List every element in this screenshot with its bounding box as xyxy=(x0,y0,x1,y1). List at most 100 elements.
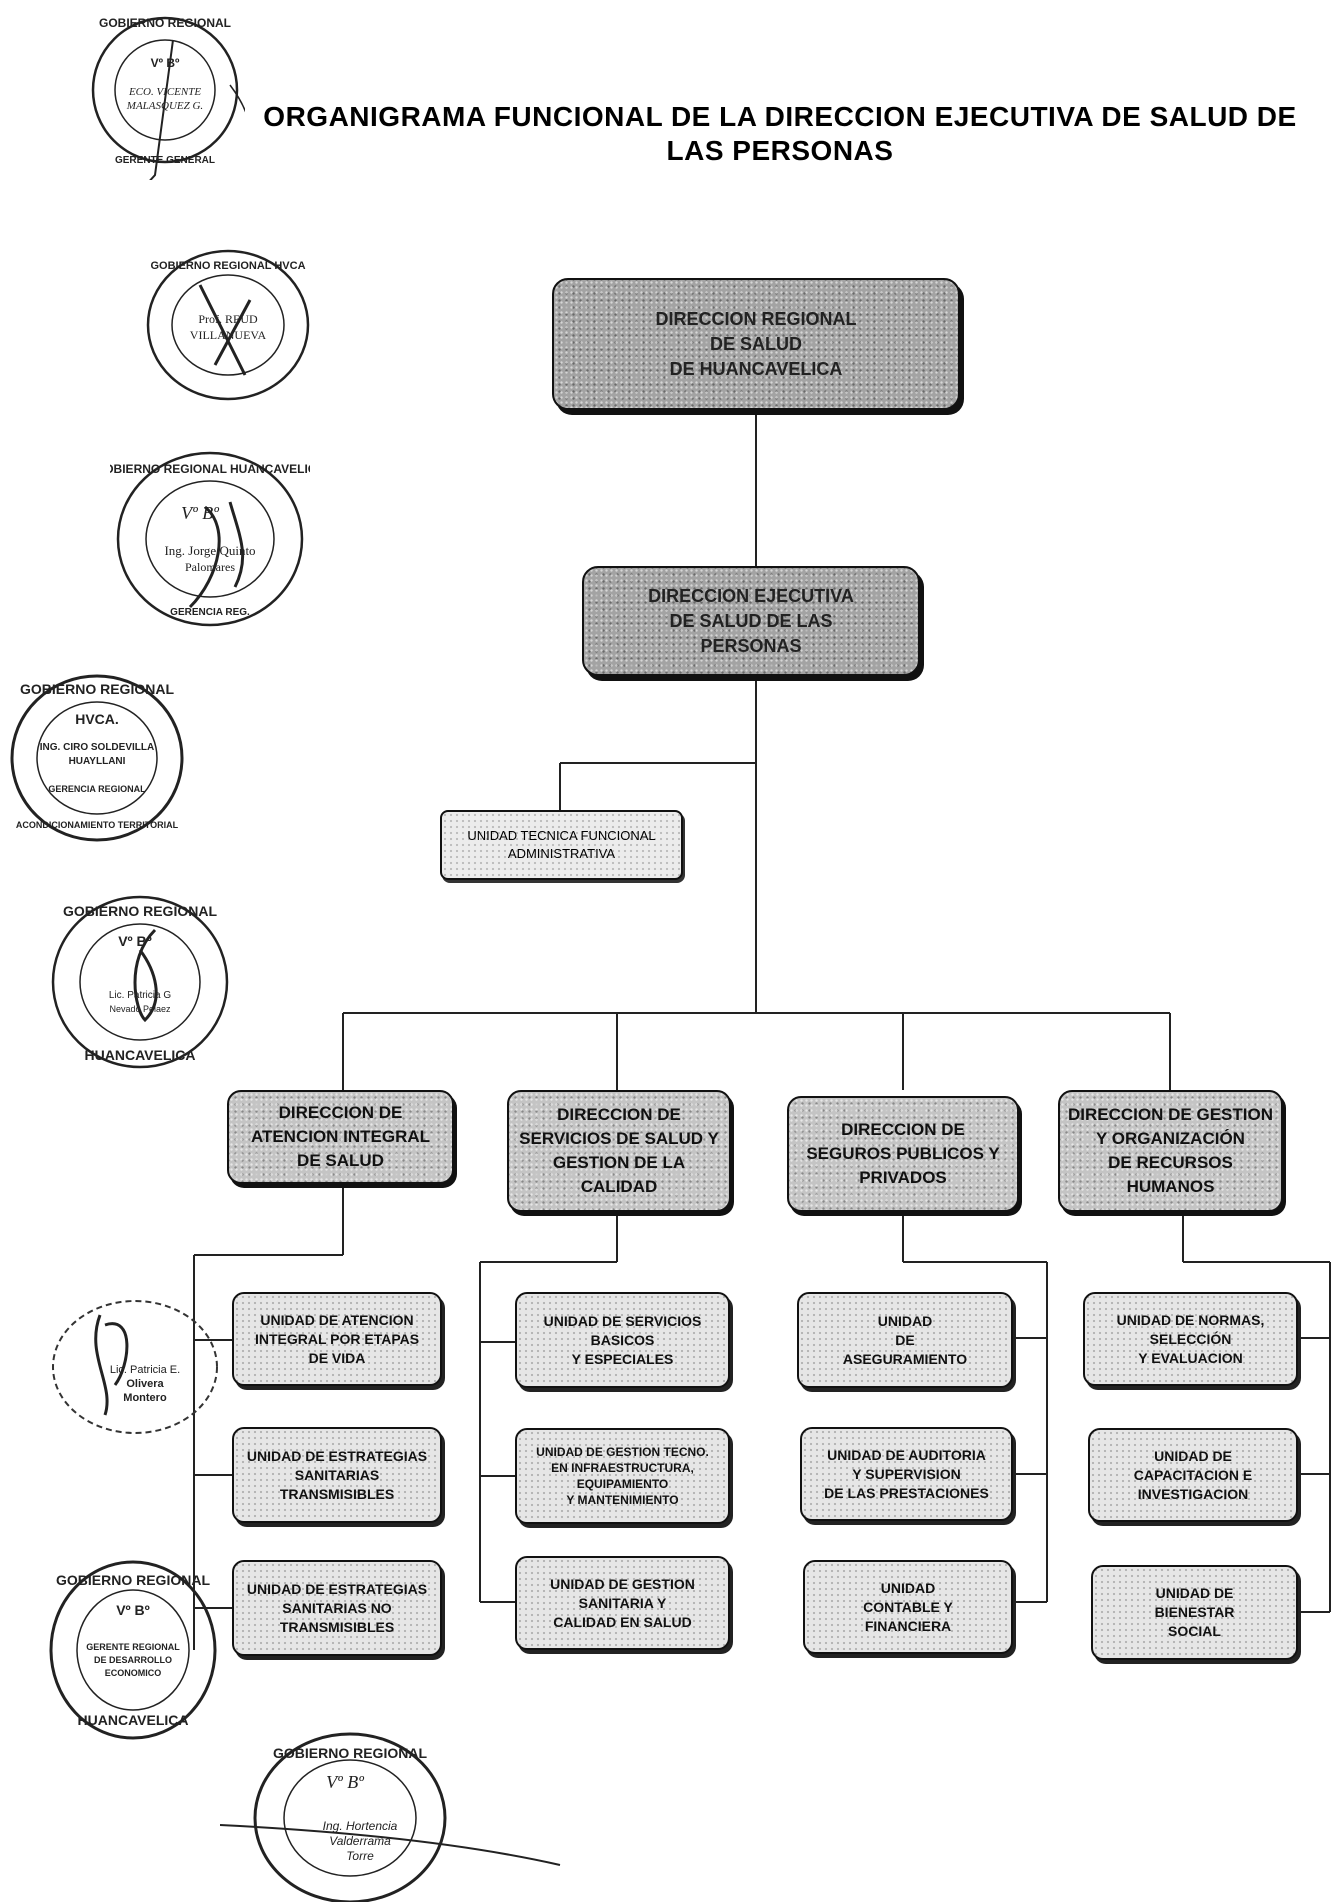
node-label: BASICOS xyxy=(590,1331,655,1348)
node-label: UNIDAD DE ESTRATEGIAS xyxy=(246,1447,428,1464)
node-label: DE RECURSOS xyxy=(1108,1153,1233,1172)
node-label: DE LAS PRESTACIONES xyxy=(824,1484,989,1501)
seal-stamp-5: GOBIERNO REGIONAL Vº Bº Lic. Patricia G … xyxy=(51,895,229,1069)
node-label: GESTION DE LA xyxy=(552,1153,686,1172)
node-label: UNIDAD DE GESTION xyxy=(550,1575,695,1592)
title-line-2: LAS PERSONAS xyxy=(666,135,894,166)
node-label: CONTABLE Y xyxy=(863,1598,953,1615)
svg-text:Valderrama: Valderrama xyxy=(329,1834,391,1848)
node-label: CAPACITACION E xyxy=(1133,1466,1253,1483)
svg-text:ING. CIRO SOLDEVILLA: ING. CIRO SOLDEVILLA xyxy=(40,742,154,753)
svg-text:GERENCIA REG.: GERENCIA REG. xyxy=(170,607,250,618)
node-direccion-seguros: DIRECCION DE SEGUROS PUBLICOS Y PRIVADOS xyxy=(787,1096,1019,1212)
node-unidad-contable: UNIDAD CONTABLE Y FINANCIERA xyxy=(803,1560,1013,1654)
node-direccion-atencion-integral: DIRECCION DE ATENCION INTEGRAL DE SALUD xyxy=(227,1090,454,1184)
svg-text:VILLANUEVA: VILLANUEVA xyxy=(190,328,267,342)
node-label: SEGUROS PUBLICOS Y xyxy=(806,1144,1000,1163)
node-label: FINANCIERA xyxy=(864,1617,952,1634)
node-direccion-gestion-rrhh: DIRECCION DE GESTION Y ORGANIZACIÓN DE R… xyxy=(1058,1090,1283,1212)
node-label: DIRECCION DE GESTION xyxy=(1068,1105,1273,1124)
node-label: DE xyxy=(895,1331,915,1348)
svg-text:Vº Bº: Vº Bº xyxy=(181,503,219,523)
node-label: SELECCIÓN xyxy=(1149,1330,1232,1347)
node-unidad-servicios-basicos: UNIDAD DE SERVICIOS BASICOS Y ESPECIALES xyxy=(515,1292,730,1388)
svg-text:GOBIERNO REGIONAL HUANCAVELICA: GOBIERNO REGIONAL HUANCAVELICA xyxy=(110,462,310,476)
node-direccion-ejecutiva: DIRECCION EJECUTIVA DE SALUD DE LAS PERS… xyxy=(582,566,920,676)
node-label: DIRECCION DE xyxy=(278,1103,403,1122)
svg-text:HVCA.: HVCA. xyxy=(75,711,119,727)
svg-text:GOBIERNO REGIONAL: GOBIERNO REGIONAL xyxy=(56,1572,210,1588)
node-label: PRIVADOS xyxy=(859,1168,947,1187)
svg-text:GOBIERNO REGIONAL HVCA: GOBIERNO REGIONAL HVCA xyxy=(150,260,305,272)
node-label: SANITARIAS xyxy=(294,1466,380,1483)
node-label: UNIDAD DE GESTION TECNO. xyxy=(536,1445,709,1459)
node-unidad-aseguramiento: UNIDAD DE ASEGURAMIENTO xyxy=(797,1292,1013,1388)
svg-text:Palomares: Palomares xyxy=(185,560,235,574)
seal-stamp-3: GOBIERNO REGIONAL HUANCAVELICA Vº Bº Ing… xyxy=(110,451,310,627)
svg-text:GERENTE GENERAL: GERENTE GENERAL xyxy=(115,155,215,166)
svg-text:Ing. Hortencia: Ing. Hortencia xyxy=(323,1819,398,1833)
node-label: Y MANTENIMIENTO xyxy=(566,1493,679,1507)
svg-text:HUANCAVELICA: HUANCAVELICA xyxy=(85,1047,196,1063)
node-label: CALIDAD xyxy=(580,1177,658,1196)
svg-text:GOBIERNO REGIONAL: GOBIERNO REGIONAL xyxy=(273,1745,427,1761)
node-label: UNIDAD DE AUDITORIA xyxy=(827,1446,986,1463)
node-label: SANITARIA Y xyxy=(578,1594,667,1611)
node-label: ATENCION INTEGRAL xyxy=(250,1127,431,1146)
svg-text:Montero: Montero xyxy=(123,1392,167,1404)
title-line-1: ORGANIGRAMA FUNCIONAL DE LA DIRECCION EJ… xyxy=(263,101,1297,132)
node-label: DE SALUD xyxy=(297,1151,384,1170)
svg-text:HUAYLLANI: HUAYLLANI xyxy=(69,756,126,767)
seal-stamp-2: GOBIERNO REGIONAL HVCA Prof. REUD VILLAN… xyxy=(146,249,310,401)
seal-stamp-1: GOBIERNO REGIONAL Vº Bº ECO. VICENTE MAL… xyxy=(91,16,245,180)
page-title: ORGANIGRAMA FUNCIONAL DE LA DIRECCION EJ… xyxy=(230,100,1330,168)
svg-text:Vº Bº: Vº Bº xyxy=(116,1602,150,1618)
node-label: UNIDAD TECNICA FUNCIONAL xyxy=(467,828,656,843)
node-unidad-gestion-sanitaria: UNIDAD DE GESTION SANITARIA Y CALIDAD EN… xyxy=(515,1556,730,1650)
node-label: HUMANOS xyxy=(1126,1177,1215,1196)
node-label: PERSONAS xyxy=(700,635,802,656)
node-label: DE SALUD DE LAS xyxy=(669,610,833,631)
svg-text:Torre: Torre xyxy=(346,1849,374,1863)
node-label: ADMINISTRATIVA xyxy=(507,846,616,861)
node-label: EN INFRAESTRUCTURA, xyxy=(551,1461,694,1475)
node-unidad-normas: UNIDAD DE NORMAS, SELECCIÓN Y EVALUACION xyxy=(1083,1292,1298,1386)
node-label: BIENESTAR xyxy=(1154,1604,1235,1620)
svg-text:Ing. Jorge Quinto: Ing. Jorge Quinto xyxy=(164,543,255,558)
node-unidad-estrategias-no-transmisibles: UNIDAD DE ESTRATEGIAS SANITARIAS NO TRAN… xyxy=(232,1560,442,1656)
node-label: UNIDAD xyxy=(880,1579,936,1596)
seal-stamp-4: GOBIERNO REGIONAL HVCA. ING. CIRO SOLDEV… xyxy=(10,674,184,842)
node-label: EQUIPAMIENTO xyxy=(576,1477,669,1491)
svg-text:GERENTE REGIONAL: GERENTE REGIONAL xyxy=(86,1642,180,1652)
node-label: UNIDAD DE ESTRATEGIAS xyxy=(246,1580,428,1597)
svg-text:GOBIERNO REGIONAL: GOBIERNO REGIONAL xyxy=(63,903,217,919)
svg-text:Vº Bº: Vº Bº xyxy=(326,1772,364,1792)
node-label: UNIDAD DE xyxy=(1155,1585,1234,1601)
svg-text:HUANCAVELICA: HUANCAVELICA xyxy=(78,1712,189,1728)
node-label: ASEGURAMIENTO xyxy=(842,1350,968,1367)
node-label: SERVICIOS DE SALUD Y xyxy=(519,1129,719,1148)
node-label: DE SALUD xyxy=(709,333,802,354)
node-label: DIRECCION DE xyxy=(557,1105,681,1124)
svg-text:GOBIERNO REGIONAL: GOBIERNO REGIONAL xyxy=(20,681,174,697)
node-label: UNIDAD DE xyxy=(1154,1447,1232,1464)
node-label: DIRECCION REGIONAL xyxy=(655,308,857,329)
svg-text:Lic. Patricia G: Lic. Patricia G xyxy=(109,990,171,1001)
node-label: SANITARIAS NO xyxy=(282,1599,392,1616)
node-label: Y EVALUACION xyxy=(1138,1349,1243,1366)
node-unidad-capacitacion: UNIDAD DE CAPACITACION E INVESTIGACION xyxy=(1088,1428,1298,1522)
node-label: TRANSMISIBLES xyxy=(279,1618,395,1635)
node-label: INTEGRAL POR ETAPAS xyxy=(254,1330,420,1347)
node-label: Y SUPERVISION xyxy=(852,1465,961,1482)
node-label: TRANSMISIBLES xyxy=(279,1485,395,1502)
node-label: SOCIAL xyxy=(1168,1623,1221,1639)
node-label: UNIDAD DE ATENCION xyxy=(260,1311,414,1328)
svg-text:GERENCIA REGIONAL: GERENCIA REGIONAL xyxy=(48,784,146,794)
svg-text:ACONDICIONAMIENTO TERRITORIAL: ACONDICIONAMIENTO TERRITORIAL xyxy=(16,820,179,830)
svg-text:Vº Bº: Vº Bº xyxy=(151,56,180,70)
node-unidad-tecnica-funcional: UNIDAD TECNICA FUNCIONAL ADMINISTRATIVA xyxy=(440,810,683,880)
node-label: CALIDAD EN SALUD xyxy=(553,1613,692,1630)
node-unidad-bienestar: UNIDAD DE BIENESTAR SOCIAL xyxy=(1091,1565,1298,1660)
